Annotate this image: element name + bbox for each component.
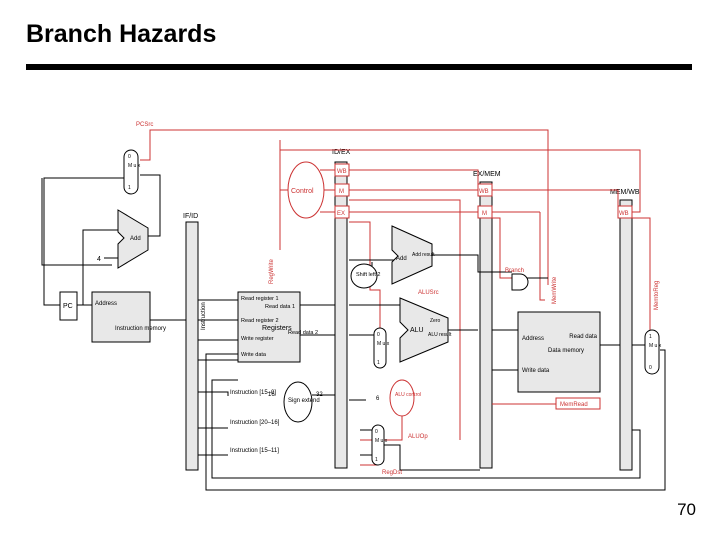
mem-read-label: MemRead (560, 402, 588, 408)
page-number: 70 (677, 500, 696, 519)
pc-adder-label: Add (130, 236, 141, 242)
ex-mem-wb-text: WB (479, 189, 489, 195)
read-register-2: Read register 2 (241, 318, 279, 324)
pc-label: PC (63, 303, 73, 310)
control-label: Control (291, 188, 314, 195)
alu-src-label: ALUSrc (418, 290, 439, 296)
pc-mux-top: 0 (128, 154, 131, 160)
six-label: 6 (376, 396, 380, 402)
read-register-1: Read register 1 (241, 296, 279, 302)
branch-label: Branch (505, 268, 524, 274)
alu-control-label: ALU control (395, 392, 421, 398)
alu-op-label: ALUOp (408, 434, 428, 440)
instruction-memory (91, 291, 151, 343)
pc-mux-bot: 1 (128, 185, 131, 191)
id-ex-ex-text: EX (337, 211, 345, 217)
dst-mux-bot: 1 (375, 457, 378, 463)
dst-mux-mid: M u x (375, 438, 388, 444)
registers-label: Registers (262, 325, 292, 332)
reg-dst-mux (371, 424, 385, 466)
instr-15-11: Instruction [15–11] (230, 448, 279, 454)
wb-mux-bot: 0 (649, 365, 652, 371)
if-id-register (185, 221, 199, 471)
slide-title: Branch Hazards (26, 20, 217, 48)
alu-mux-mid: M u x (377, 341, 390, 347)
id-ex-label: ID/EX (332, 149, 351, 156)
constant-four: 4 (97, 256, 101, 263)
mem-wb-wb-text: WB (619, 211, 629, 217)
pcsrc-label: PCSrc (136, 122, 153, 128)
id-ex-m-text: M (339, 189, 344, 195)
title-rule (26, 64, 692, 70)
alu-label: ALU (410, 327, 424, 334)
wb-mux-top: 1 (649, 334, 652, 340)
ex-mem-register (479, 181, 493, 469)
alu-control-unit (389, 379, 415, 417)
dmem-label: Data memory (548, 348, 584, 354)
control-unit (287, 161, 325, 219)
ex-mem-m-text: M (482, 211, 487, 217)
pc-register (59, 291, 78, 321)
alu-mux-top: 0 (377, 332, 380, 338)
id-ex-wb-text: WB (337, 169, 347, 175)
ex-mem-label: EX/MEM (473, 171, 501, 178)
read-data-2: Read data 2 (288, 330, 318, 336)
pc-src-mux (123, 149, 139, 195)
data-memory (517, 311, 601, 393)
sign-extend-label: Sign extend (288, 398, 320, 404)
register-file (237, 291, 301, 363)
alu (399, 297, 449, 363)
alu-src-mux (373, 327, 387, 369)
if-id-label: IF/ID (183, 213, 198, 220)
imem-address: Address (95, 301, 117, 307)
mem-write-label: MemWrite (552, 276, 558, 304)
dmem-read-data: Read data (569, 334, 597, 340)
branch-adder (391, 225, 433, 285)
mem-read-box (555, 397, 601, 410)
branch-and-gate (511, 273, 529, 291)
dmem-address: Address (522, 336, 544, 342)
id-ex-register (334, 161, 348, 469)
reg-dst-label: RegDst (382, 470, 402, 476)
mem-wb-register (619, 199, 633, 471)
pcsrc-wire (140, 129, 549, 285)
pc-adder (117, 209, 149, 269)
alu-mux-bot: 1 (377, 360, 380, 366)
mem-to-reg-mux (644, 329, 660, 375)
imem-label: Instruction memory (115, 326, 166, 332)
alu-result-label: ALU result (428, 332, 452, 338)
zero-label: Zero (430, 318, 441, 324)
write-register: Write register (241, 336, 274, 342)
instr-20-16: Instruction [20–16] (230, 420, 280, 426)
dst-mux-top: 0 (375, 429, 378, 435)
reg-write-label: RegWrite (269, 258, 275, 284)
bits-32: 32 (316, 392, 323, 398)
mem-wb-label: MEM/WB (610, 189, 640, 196)
bits-16: 16 (268, 392, 275, 398)
branch-add-result: Add result (412, 252, 435, 258)
instr-15-0: Instruction [15–0] (230, 390, 276, 396)
reg-write-data: Write data (241, 352, 267, 358)
branch-adder-label: Add (396, 256, 407, 262)
read-data-1: Read data 1 (265, 304, 295, 310)
dmem-write-data: Write data (522, 368, 550, 374)
wb-mux-mid: M u x (649, 343, 662, 349)
pc-mux-mid: M u x (128, 163, 141, 169)
mem-to-reg-label: MemtoReg (654, 281, 660, 310)
shift-left-label: Shift left 2 (356, 272, 380, 278)
instruction-vertical-label: Instruction (201, 302, 207, 330)
shift-left-2 (350, 263, 378, 289)
sign-extend-unit (283, 381, 313, 423)
